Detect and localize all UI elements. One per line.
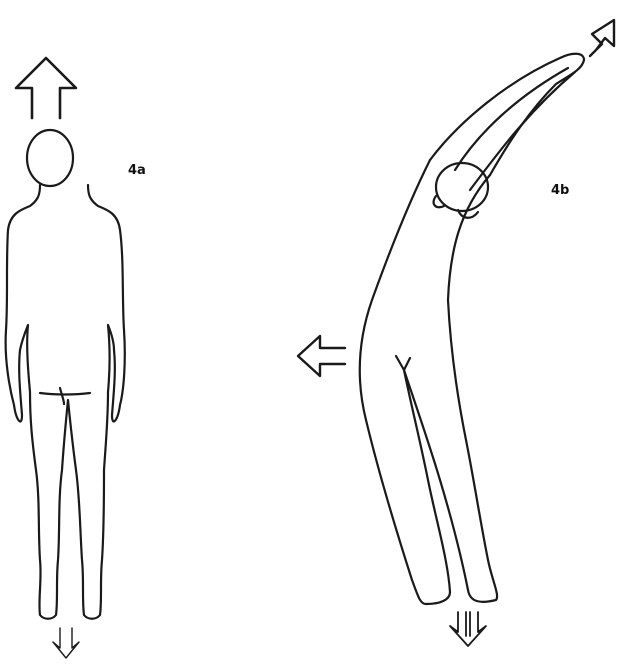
figure-a-body-outline xyxy=(6,185,125,619)
figure-b-label: 4b xyxy=(551,183,569,198)
arrow-left-icon xyxy=(298,336,345,376)
arrow-down-outline-icon-b xyxy=(450,612,486,646)
figure-b-crotch-mark xyxy=(396,356,410,370)
arrow-down-outline-icon xyxy=(53,628,79,658)
figure-a-head xyxy=(27,130,73,186)
figure-a-buttock-line xyxy=(60,388,64,404)
figure-a-waist-line xyxy=(40,393,90,395)
arrow-up-icon xyxy=(16,58,76,118)
figure-a-label: 4a xyxy=(128,163,146,178)
figure-b-body-outline xyxy=(360,160,497,604)
arrow-up-right-icon xyxy=(590,20,614,56)
figure-b-arms-inner xyxy=(455,68,575,190)
figure-b-side-bend xyxy=(298,20,614,646)
figure-a-standing xyxy=(6,58,125,658)
